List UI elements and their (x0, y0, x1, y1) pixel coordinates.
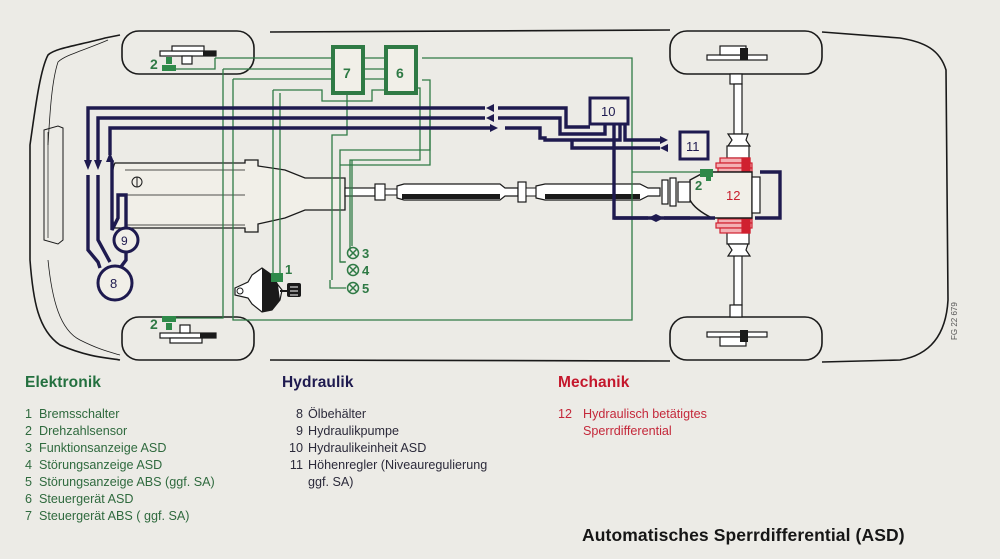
label-hydraulic-unit: 10 (601, 104, 615, 119)
label-brake-switch: 1 (285, 262, 292, 277)
brake-switch (271, 273, 283, 282)
label-ecu-abs: 7 (343, 65, 351, 81)
speed-sensor-front-right (162, 316, 176, 330)
differential-housing (689, 171, 761, 219)
oil-reservoir-circle (96, 264, 134, 302)
label-lamp-5: 5 (362, 281, 369, 296)
label-differential: 12 (726, 188, 740, 203)
ecu-abs-box (331, 45, 365, 95)
label-hydraulic-pump: 9 (121, 234, 128, 248)
speed-sensor-rear (700, 169, 713, 181)
figure-code: FG 22 679 (950, 302, 959, 340)
label-level-regulator: 11 (686, 139, 700, 154)
asd-system-diagram: 2 2 2 1 7 6 3 4 5 8 9 10 11 12 (29, 29, 949, 363)
wheel-front-left (121, 30, 255, 75)
label-sensor-front-left: 2 (150, 56, 158, 72)
differential-clutch-packs (715, 157, 753, 234)
label-ecu-asd: 6 (396, 65, 404, 81)
hydraulic-pump-circle (112, 226, 140, 254)
label-lamp-4: 4 (362, 263, 370, 278)
hydraulic-unit-box (588, 96, 630, 126)
wheel-rear-left (669, 30, 823, 75)
label-sensor-rear: 2 (695, 178, 702, 193)
car-body-outline (29, 29, 949, 363)
label-lamp-3: 3 (362, 246, 369, 261)
level-regulator-box (678, 130, 710, 161)
wheel-rear-right (669, 316, 823, 361)
lamp-function-asd (346, 246, 360, 260)
legend-mechanics-heading: Mechanik (558, 374, 630, 391)
rear-axle (726, 73, 752, 318)
label-sensor-front-right: 2 (150, 316, 158, 332)
ecu-asd-box (384, 45, 418, 95)
lamp-fault-asd (346, 263, 360, 277)
legend-item-continuation: ggf. SA) (308, 475, 354, 489)
propeller-shaft (344, 177, 691, 207)
legend-electronics-heading: Elektronik (25, 374, 101, 391)
warning-lamps (346, 246, 360, 295)
engine-gearbox (110, 159, 346, 233)
legend-hydraulics-heading: Hydraulik (282, 374, 354, 391)
brake-booster (234, 267, 301, 313)
legend-item-continuation: Sperrdifferential (583, 424, 672, 438)
electronic-wiring (170, 57, 700, 321)
wheel-front-right (121, 316, 255, 361)
diagram-title: Automatisches Sperrdifferential (ASD) (582, 525, 905, 545)
lamp-fault-abs (346, 281, 360, 295)
hydraulic-lines (86, 106, 782, 270)
speed-sensor-front-left (162, 57, 176, 71)
label-oil-reservoir: 8 (110, 276, 117, 291)
flow-arrows (84, 104, 668, 222)
